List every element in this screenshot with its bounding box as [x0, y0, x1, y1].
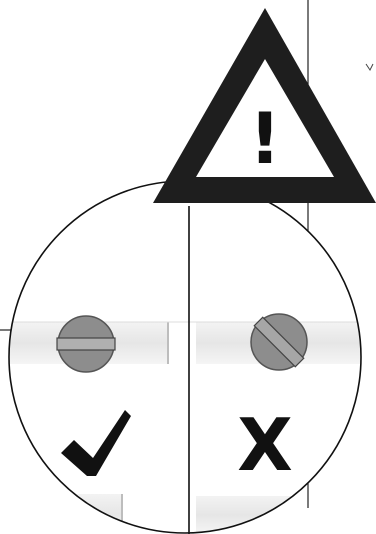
cross-icon: X	[237, 403, 293, 487]
screw-incorrect	[251, 314, 307, 370]
background-small-mark	[366, 64, 373, 70]
screw-slot-horizontal	[57, 338, 115, 350]
warning-triangle-icon: !	[153, 8, 376, 203]
screw-correct	[57, 316, 115, 372]
zoom-circle: X	[0, 181, 376, 534]
surface-band-left-bottom	[0, 494, 122, 534]
warning-exclamation: !	[249, 98, 281, 180]
